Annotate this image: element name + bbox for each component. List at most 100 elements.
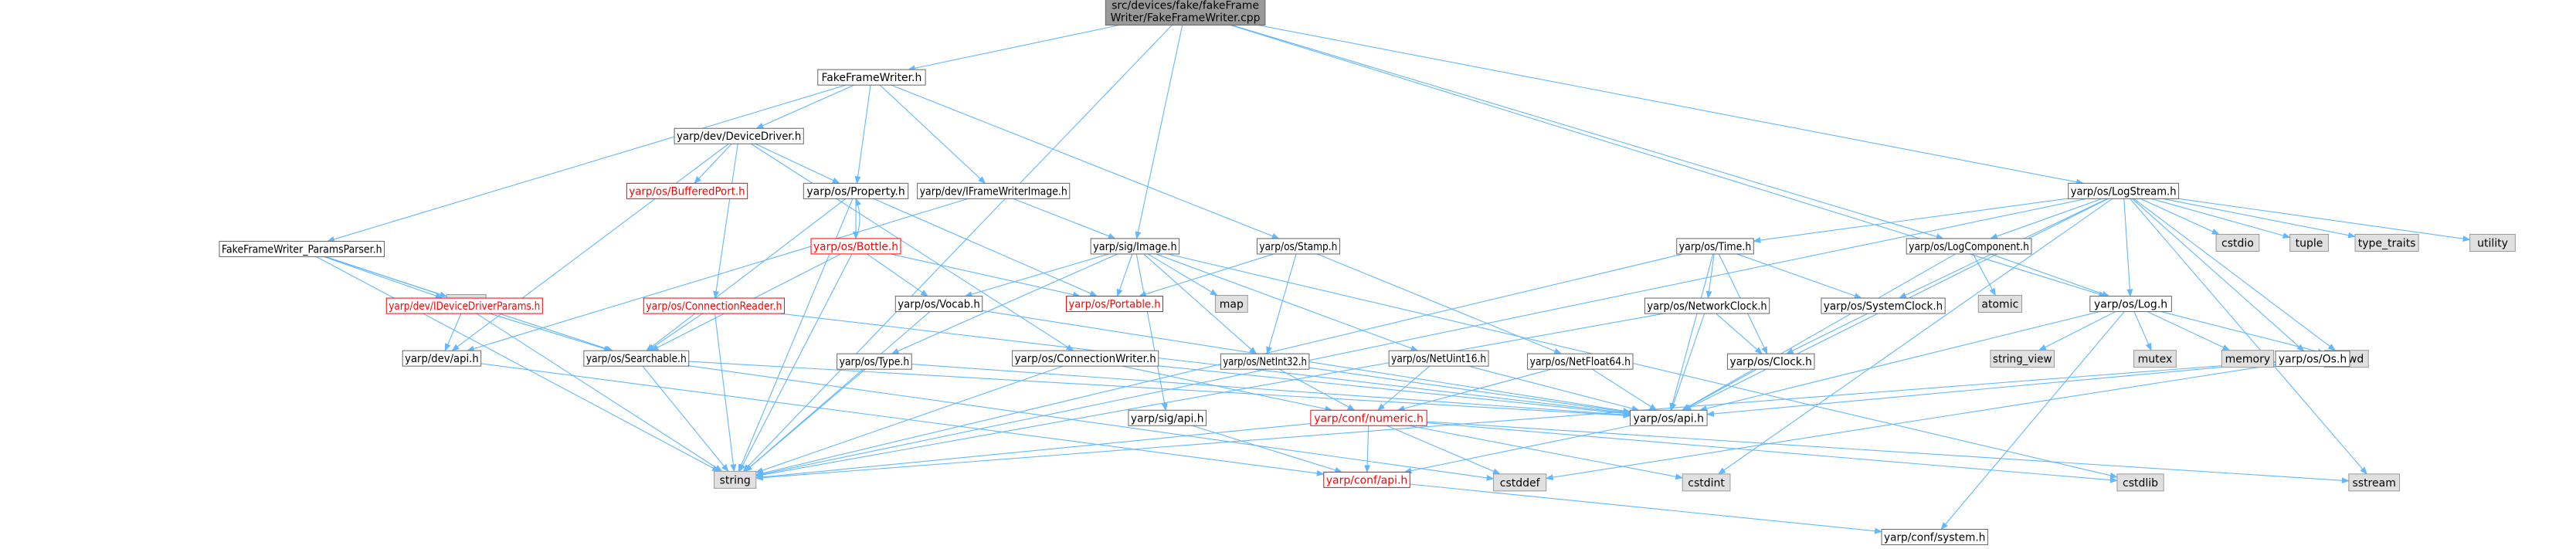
node-memory[interactable]: memory [2221,350,2275,368]
node-box-utility[interactable] [2469,233,2516,252]
node-atomic[interactable]: atomic [1977,295,2022,313]
node-box-systemclock[interactable] [1821,297,1946,314]
node-box-memory[interactable] [2221,350,2275,368]
node-sigimage[interactable]: yarp/sig/Image.h [1090,238,1180,255]
node-box-type[interactable] [837,353,912,370]
node-time[interactable]: yarp/os/Time.h [1676,238,1754,255]
node-box-ideviceparams[interactable] [385,297,543,314]
node-networkclock[interactable]: yarp/os/NetworkClock.h [1644,297,1770,314]
node-box-property[interactable] [803,182,909,199]
node-string_view[interactable]: string_view [1990,350,2055,368]
node-sstream[interactable]: sstream [2348,473,2401,492]
node-box-osh[interactable] [2275,351,2350,368]
node-ffw_h[interactable]: FakeFrameWriter.h [817,69,926,86]
node-box-devicedriver[interactable] [674,127,804,144]
node-box-cstdint[interactable] [1682,473,1731,492]
node-label-ffw_h: FakeFrameWriter.h [821,72,921,84]
node-devicedriver[interactable]: yarp/dev/DeviceDriver.h [674,127,804,144]
node-string[interactable]: string [714,470,757,489]
node-sigapi[interactable]: yarp/sig/api.h [1128,409,1207,426]
node-type_traits[interactable]: type_traits [2354,233,2419,252]
node-ideviceparams[interactable]: yarp/dev/IDeviceDriverParams.h [385,297,543,314]
node-box-ffw_h[interactable] [817,69,926,86]
node-log[interactable]: yarp/os/Log.h [2089,296,2172,313]
node-numeric[interactable]: yarp/conf/numeric.h [1310,409,1427,426]
node-connreader[interactable]: yarp/os/ConnectionReader.h [643,297,785,314]
node-box-bufferedport[interactable] [626,182,748,199]
node-osh[interactable]: yarp/os/Os.h [2275,351,2350,368]
node-box-connreader[interactable] [643,297,785,314]
node-bottle[interactable]: yarp/os/Bottle.h [810,238,901,255]
node-cstdio[interactable]: cstdio [2215,233,2260,252]
node-box-confsystem[interactable] [1881,528,1988,545]
node-box-sigapi[interactable] [1128,409,1207,426]
node-logstream[interactable]: yarp/os/LogStream.h [2068,182,2180,199]
node-osapi[interactable]: yarp/os/api.h [1630,409,1708,426]
node-box-networkclock[interactable] [1644,297,1770,314]
node-box-osapi[interactable] [1630,409,1708,426]
node-iframewriter[interactable]: yarp/dev/IFrameWriterImage.h [917,182,1071,199]
node-clock[interactable]: yarp/os/Clock.h [1726,353,1815,370]
node-box-clock[interactable] [1726,353,1815,370]
node-netfloat64[interactable]: yarp/os/NetFloat64.h [1527,353,1634,370]
node-box-iframewriter[interactable] [917,182,1071,199]
node-box-vocab[interactable] [894,296,983,313]
node-utility[interactable]: utility [2469,233,2516,252]
node-box-log[interactable] [2089,296,2172,313]
node-vocab[interactable]: yarp/os/Vocab.h [894,296,983,313]
node-root[interactable]: src/devices/fake/fakeFrameWriter/FakeFra… [1105,0,1266,26]
node-box-string_view[interactable] [1990,350,2055,368]
node-box-cstdio[interactable] [2215,233,2260,252]
node-box-portable[interactable] [1066,296,1163,313]
node-paramsparser[interactable]: FakeFrameWriter_ParamsParser.h [219,240,385,257]
node-systemclock[interactable]: yarp/os/SystemClock.h [1821,297,1946,314]
node-connwriter[interactable]: yarp/os/ConnectionWriter.h [1012,350,1159,367]
node-confapi[interactable]: yarp/conf/api.h [1323,471,1410,488]
node-box-string[interactable] [714,470,757,489]
edge-osh-to-osapi [1706,361,2276,417]
node-box-paramsparser[interactable] [219,240,385,257]
node-box-numeric[interactable] [1310,409,1427,426]
node-box-searchable[interactable] [583,350,690,367]
node-devapi[interactable]: yarp/dev/api.h [402,350,482,367]
node-logcomponent[interactable]: yarp/os/LogComponent.h [1906,238,2032,255]
node-bufferedport[interactable]: yarp/os/BufferedPort.h [626,182,748,199]
node-property[interactable]: yarp/os/Property.h [803,182,909,199]
node-box-sigimage[interactable] [1090,238,1180,255]
node-label-cstdlib: cstdlib [2123,477,2158,490]
node-netint32[interactable]: yarp/os/NetInt32.h [1220,353,1310,370]
node-box-netfloat64[interactable] [1527,353,1634,370]
node-box-root[interactable] [1105,0,1266,26]
node-mutex[interactable]: mutex [2133,350,2177,368]
node-searchable[interactable]: yarp/os/Searchable.h [583,350,690,367]
node-map[interactable]: map [1214,295,1248,313]
node-tuple[interactable]: tuple [2289,233,2329,252]
node-box-connwriter[interactable] [1012,350,1159,367]
node-box-cstddef[interactable] [1493,473,1547,492]
node-box-type_traits[interactable] [2354,233,2419,252]
node-box-time[interactable] [1676,238,1754,255]
node-box-stamp[interactable] [1256,238,1340,255]
node-box-logstream[interactable] [2068,182,2180,199]
node-netuint16[interactable]: yarp/os/NetUint16.h [1388,350,1489,367]
node-type[interactable]: yarp/os/Type.h [837,353,912,370]
node-box-tuple[interactable] [2289,233,2329,252]
node-stamp[interactable]: yarp/os/Stamp.h [1256,238,1340,255]
node-box-sstream[interactable] [2348,473,2401,492]
node-box-atomic[interactable] [1977,295,2022,313]
node-box-cstdlib[interactable] [2116,473,2164,492]
node-box-map[interactable] [1214,295,1248,313]
node-box-netuint16[interactable] [1388,350,1489,367]
node-box-devapi[interactable] [402,350,482,367]
node-cstddef[interactable]: cstddef [1493,473,1547,492]
node-box-confapi[interactable] [1323,471,1410,488]
node-cstdlib[interactable]: cstdlib [2116,473,2164,492]
node-box-mutex[interactable] [2133,350,2177,368]
node-box-netint32[interactable] [1220,353,1310,370]
node-portable[interactable]: yarp/os/Portable.h [1066,296,1163,313]
node-confsystem[interactable]: yarp/conf/system.h [1881,528,1988,545]
node-label-confapi: yarp/conf/api.h [1326,474,1407,486]
node-cstdint[interactable]: cstdint [1682,473,1731,492]
node-box-logcomponent[interactable] [1906,238,2032,255]
node-box-bottle[interactable] [810,238,901,255]
